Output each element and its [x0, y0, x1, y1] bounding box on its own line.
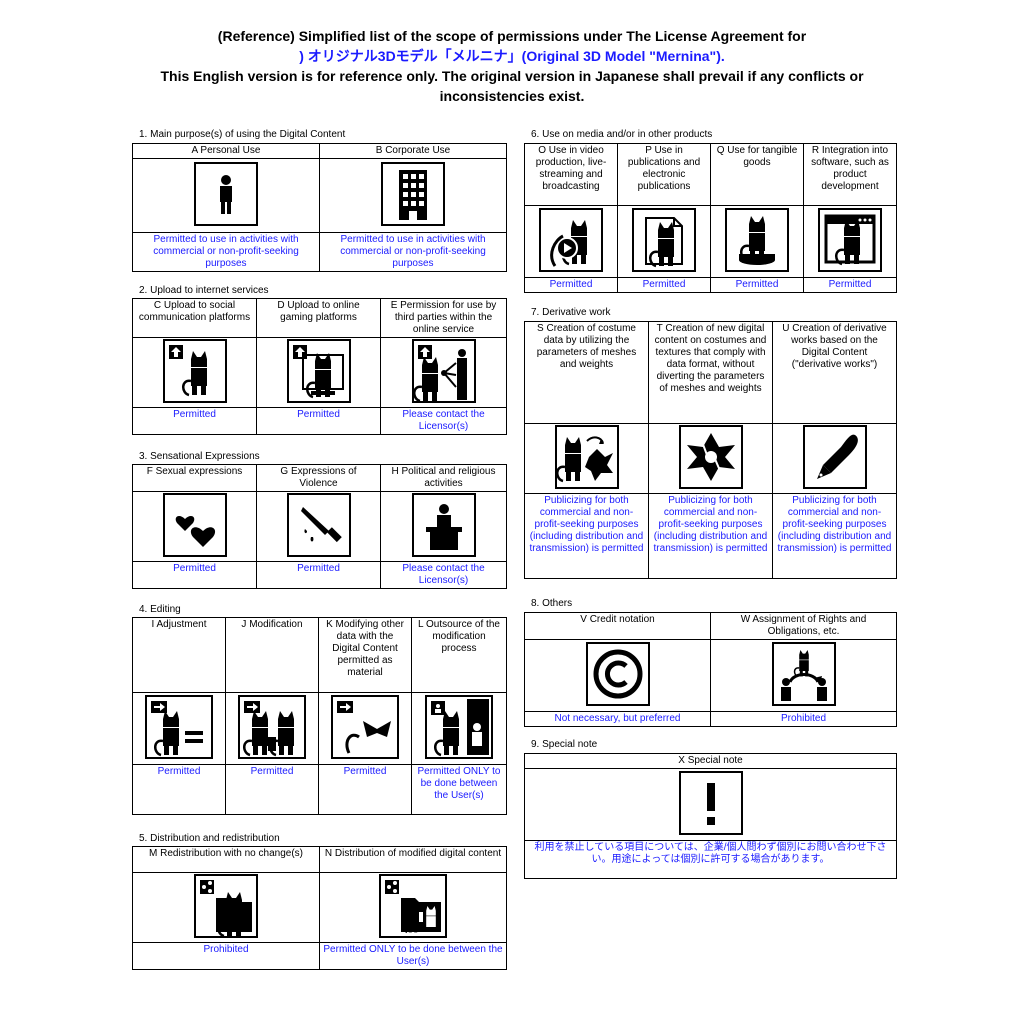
item-k-label: K Modifying other data with the Digital … [318, 617, 412, 693]
item-t-label: T Creation of new digital content on cos… [648, 321, 773, 424]
section-9-title: 9. Special note [531, 739, 598, 750]
header-line-4: inconsistencies exist. [439, 88, 585, 104]
item-a-label: A Personal Use [132, 143, 320, 159]
item-s-result: Publicizing for both commercial and non-… [524, 493, 649, 579]
podium-icon [411, 492, 476, 557]
item-p-label: P Use in publications and electronic pub… [617, 143, 711, 206]
item-l-result: Permitted ONLY to be done between the Us… [411, 764, 507, 815]
copyright-icon [585, 641, 650, 706]
texture-icon [678, 424, 743, 489]
item-u-result: Publicizing for both commercial and non-… [772, 493, 897, 579]
section-1-table: A Personal Use B Corporate Use Permitted… [132, 143, 507, 272]
item-w-label: W Assignment of Rights and Obligations, … [710, 612, 897, 640]
item-i-result: Permitted [132, 764, 226, 815]
item-n-label: N Distribution of modified digital conte… [319, 846, 507, 873]
item-r-label: R Integration into software, such as pro… [803, 143, 897, 206]
section-8-table: V Credit notation W Assignment of Rights… [524, 612, 897, 727]
costume-icon [554, 424, 619, 489]
item-c-label: C Upload to social communication platfor… [132, 298, 257, 338]
modify-icon [238, 694, 306, 759]
transfer-icon [771, 641, 836, 706]
publication-icon [632, 207, 696, 272]
item-t-result: Publicizing for both commercial and non-… [648, 493, 773, 579]
item-m-label: M Redistribution with no change(s) [132, 846, 320, 873]
item-m-result: Prohibited [132, 942, 320, 970]
building-icon [381, 161, 445, 226]
item-a-result: Permitted to use in activities with comm… [132, 232, 320, 272]
section-1-title: 1. Main purpose(s) of using the Digital … [139, 129, 346, 140]
item-k-result: Permitted [318, 764, 412, 815]
item-j-result: Permitted [225, 764, 319, 815]
item-f-result: Permitted [132, 561, 257, 589]
third-party-share-icon [411, 338, 476, 403]
header-line-3: This English version is for reference on… [160, 68, 864, 84]
upload-social-icon [162, 338, 227, 403]
item-n-result: Permitted ONLY to be done between the Us… [319, 942, 507, 970]
figure-icon [725, 207, 789, 272]
hearts-icon [162, 492, 227, 557]
item-x-label: X Special note [524, 753, 897, 769]
item-c-result: Permitted [132, 407, 257, 435]
item-o-label: O Use in video production, live-streamin… [524, 143, 618, 206]
item-b-result: Permitted to use in activities with comm… [319, 232, 507, 272]
header-line-1: (Reference) Simplified list of the scope… [217, 28, 807, 44]
section-2-table: C Upload to social communication platfor… [132, 298, 507, 435]
item-l-label: L Outsource of the modification process [411, 617, 507, 693]
item-p-result: Permitted [617, 277, 711, 293]
section-6-title: 6. Use on media and/or in other products [531, 129, 713, 140]
section-8-title: 8. Others [531, 598, 573, 609]
section-4-title: 4. Editing [139, 604, 181, 615]
item-g-label: G Expressions of Violence [256, 464, 381, 492]
item-q-result: Permitted [710, 277, 804, 293]
section-7-title: 7. Derivative work [531, 307, 611, 318]
item-r-result: Permitted [803, 277, 897, 293]
person-icon [194, 161, 258, 226]
video-icon [539, 207, 603, 272]
item-b-label: B Corporate Use [319, 143, 507, 159]
pen-icon [802, 424, 867, 489]
section-4-table: I Adjustment J Modification K Modifying … [132, 617, 507, 815]
adjust-icon [145, 694, 213, 759]
item-o-result: Permitted [524, 277, 618, 293]
item-e-result: Please contact the Licensor(s) [380, 407, 507, 435]
item-q-label: Q Use for tangible goods [710, 143, 804, 206]
section-5-title: 5. Distribution and redistribution [139, 833, 280, 844]
item-i-label: I Adjustment [132, 617, 226, 693]
item-e-label: E Permission for use by third parties wi… [380, 298, 507, 338]
upload-gaming-icon [286, 338, 351, 403]
item-f-label: F Sexual expressions [132, 464, 257, 492]
redistribute-icon [194, 873, 258, 938]
section-2-title: 2. Upload to internet services [139, 285, 269, 296]
distribute-modified-icon [379, 873, 447, 938]
section-6-table: O Use in video production, live-streamin… [524, 143, 897, 293]
item-h-result: Please contact the Licensor(s) [380, 561, 507, 589]
section-5-table: M Redistribution with no change(s) N Dis… [132, 846, 507, 970]
item-g-result: Permitted [256, 561, 381, 589]
section-3-table: F Sexual expressions G Expressions of Vi… [132, 464, 507, 589]
section-9-table: X Special note 利用を禁止している項目については、企業/個人問わず… [524, 753, 897, 879]
section-3-title: 3. Sensational Expressions [139, 451, 260, 462]
header-line-2: ) オリジナル3Dモデル「メルニナ」(Original 3D Model "Me… [299, 48, 725, 64]
item-s-label: S Creation of costume data by utilizing … [524, 321, 649, 424]
item-w-result: Prohibited [710, 711, 897, 727]
item-x-result: 利用を禁止している項目については、企業/個人問わず個別にお問い合わせ下さい。用途… [524, 840, 897, 879]
section-7-table: S Creation of costume data by utilizing … [524, 321, 897, 579]
software-icon [818, 207, 882, 272]
item-u-label: U Creation of derivative works based on … [772, 321, 897, 424]
item-d-result: Permitted [256, 407, 381, 435]
page-header: (Reference) Simplified list of the scope… [0, 26, 1024, 106]
material-icon [331, 694, 399, 759]
exclamation-icon [678, 770, 743, 835]
knife-icon [286, 492, 351, 557]
item-j-label: J Modification [225, 617, 319, 693]
item-d-label: D Upload to online gaming platforms [256, 298, 381, 338]
item-v-result: Not necessary, but preferred [524, 711, 711, 727]
item-v-label: V Credit notation [524, 612, 711, 640]
outsource-icon [425, 694, 493, 759]
item-h-label: H Political and religious activities [380, 464, 507, 492]
